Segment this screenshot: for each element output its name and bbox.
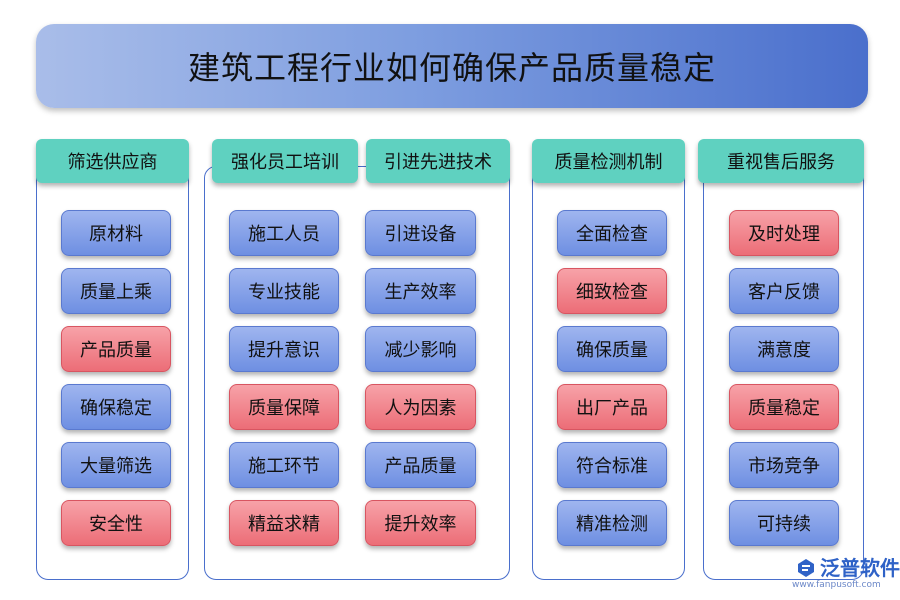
item-box: 精益求精 [229, 500, 339, 546]
item-box: 精准检测 [557, 500, 667, 546]
item-box: 质量上乘 [61, 268, 171, 314]
item-box: 大量筛选 [61, 442, 171, 488]
item-label: 确保质量 [576, 340, 648, 361]
item-box: 满意度 [729, 326, 839, 372]
item-box: 引进设备 [365, 210, 476, 256]
item-label: 市场竞争 [748, 456, 820, 477]
column-header: 筛选供应商 [36, 139, 189, 183]
diagram-title: 建筑工程行业如何确保产品质量稳定 [187, 49, 716, 87]
item-label: 引进设备 [384, 224, 457, 245]
item-box: 原材料 [61, 210, 171, 256]
item-label: 提升意识 [248, 340, 320, 361]
column-header-label: 筛选供应商 [67, 152, 158, 173]
item-box: 符合标准 [557, 442, 667, 488]
item-label: 全面检查 [576, 224, 648, 245]
item-label: 减少影响 [384, 340, 457, 361]
item-label: 确保稳定 [80, 398, 152, 419]
item-label: 安全性 [89, 514, 143, 535]
item-box: 提升效率 [365, 500, 476, 546]
item-box: 全面检查 [557, 210, 667, 256]
item-label: 符合标准 [576, 456, 648, 477]
item-label: 客户反馈 [748, 282, 820, 303]
title-banner: 建筑工程行业如何确保产品质量稳定 [36, 24, 868, 108]
column-header-label: 强化员工培训 [231, 152, 339, 173]
item-label: 大量筛选 [80, 456, 152, 477]
item-box: 客户反馈 [729, 268, 839, 314]
item-box: 施工人员 [229, 210, 339, 256]
column-header: 强化员工培训 [212, 139, 358, 183]
item-label: 精准检测 [576, 514, 648, 535]
item-box: 产品质量 [61, 326, 171, 372]
item-label: 施工人员 [248, 224, 320, 245]
column-header-label: 质量检测机制 [554, 152, 663, 173]
watermark-brand: 泛普软件 [820, 556, 900, 580]
item-label: 人为因素 [384, 398, 457, 419]
item-label: 质量稳定 [748, 398, 820, 419]
item-label: 出厂产品 [576, 398, 648, 419]
item-label: 满意度 [757, 340, 811, 361]
item-label: 精益求精 [248, 514, 320, 535]
item-box: 细致检查 [557, 268, 667, 314]
item-box: 可持续 [729, 500, 839, 546]
item-box: 减少影响 [365, 326, 476, 372]
item-box: 人为因素 [365, 384, 476, 430]
item-label: 原材料 [89, 224, 143, 245]
column-header: 重视售后服务 [698, 139, 864, 183]
item-box: 确保质量 [557, 326, 667, 372]
item-label: 及时处理 [748, 224, 820, 245]
item-label: 可持续 [757, 514, 811, 535]
item-label: 专业技能 [248, 282, 320, 303]
item-box: 提升意识 [229, 326, 339, 372]
item-box: 确保稳定 [61, 384, 171, 430]
item-box: 安全性 [61, 500, 171, 546]
item-label: 生产效率 [384, 282, 457, 303]
item-label: 质量保障 [248, 398, 320, 419]
item-box: 质量保障 [229, 384, 339, 430]
column-header-label: 重视售后服务 [727, 152, 835, 173]
item-label: 细致检查 [576, 282, 648, 303]
column-header: 质量检测机制 [532, 139, 685, 183]
item-label: 提升效率 [384, 514, 457, 535]
item-box: 生产效率 [365, 268, 476, 314]
item-label: 产品质量 [80, 340, 152, 361]
fanpu-logo-icon [798, 559, 814, 577]
item-label: 质量上乘 [80, 282, 152, 303]
item-label: 产品质量 [384, 456, 457, 477]
item-box: 专业技能 [229, 268, 339, 314]
item-box: 产品质量 [365, 442, 476, 488]
item-label: 施工环节 [248, 456, 320, 477]
watermark-url: www.fanpusoft.com [792, 580, 881, 590]
item-box: 质量稳定 [729, 384, 839, 430]
column-header-label: 引进先进技术 [384, 152, 492, 173]
item-box: 及时处理 [729, 210, 839, 256]
column-header: 引进先进技术 [366, 139, 510, 183]
item-box: 市场竞争 [729, 442, 839, 488]
item-box: 施工环节 [229, 442, 339, 488]
item-box: 出厂产品 [557, 384, 667, 430]
